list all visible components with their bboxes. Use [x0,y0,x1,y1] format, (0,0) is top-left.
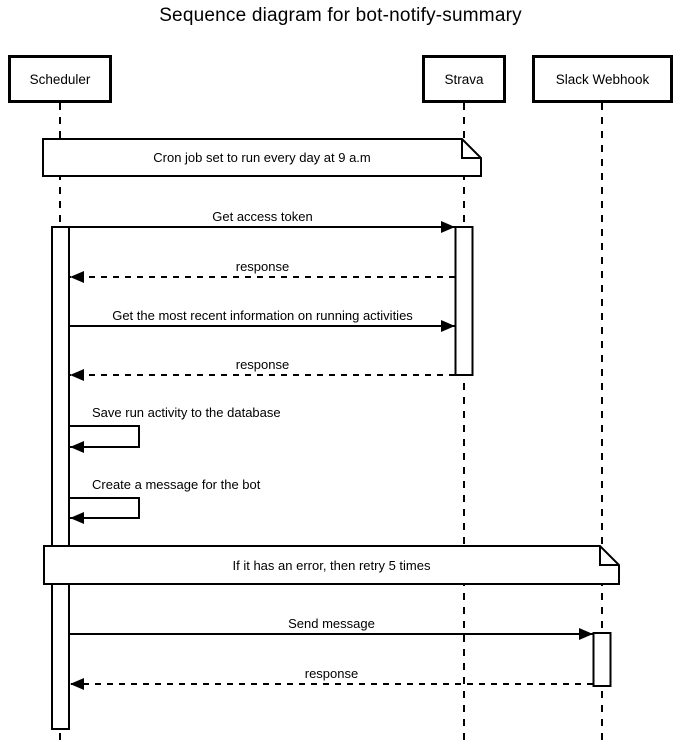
message-label-response-3: response [304,666,359,681]
note-cron-label: Cron job set to run every day at 9 a.m [153,150,371,165]
activation-scheduler [51,226,70,730]
message-label-get-recent-activities: Get the most recent information on runni… [112,308,413,323]
message-label-response-1: response [235,259,290,274]
message-label-create-message: Create a message for the bot [92,477,261,492]
activation-slack-webhook [592,632,612,687]
message-label-response-2: response [235,357,290,372]
actor-slack-webhook-label: Slack Webhook [555,71,650,87]
actor-slack-webhook: Slack Webhook [532,55,673,103]
arrow-self-create-message [69,497,140,524]
note-retry-shape [43,545,620,585]
arrow-self-save-run-activity [69,425,140,453]
activation-strava [454,226,474,376]
actor-strava: Strava [422,55,506,103]
actor-scheduler: Scheduler [8,55,112,103]
note-retry-label: If it has an error, then retry 5 times [232,557,431,573]
message-label-save-run-activity: Save run activity to the database [92,405,281,420]
diagram-title: Sequence diagram for bot-notify-summary [159,5,522,26]
note-cron-shape [42,138,482,177]
actor-strava-label: Strava [444,71,484,87]
actor-scheduler-label: Scheduler [29,71,91,87]
message-label-send-message: Send message [288,616,375,631]
message-label-get-access-token: Get access token [212,209,313,224]
